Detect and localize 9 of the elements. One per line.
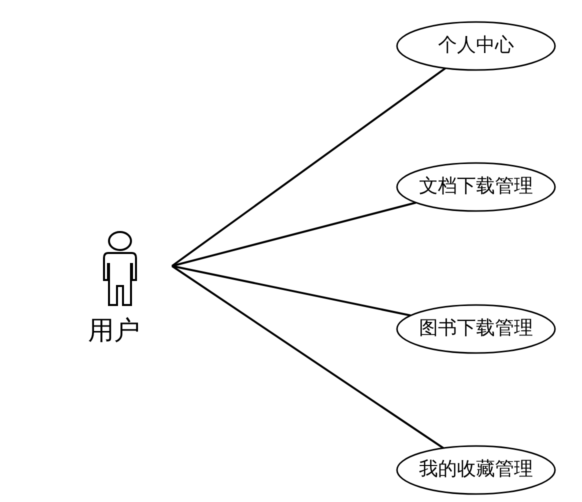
use-case-ellipse: 图书下载管理 <box>396 304 556 354</box>
association-line <box>171 67 446 267</box>
association-line <box>172 265 411 316</box>
association-line <box>172 202 416 267</box>
use-case-ellipse: 个人中心 <box>396 21 556 71</box>
use-case-ellipse: 我的收藏管理 <box>396 445 556 495</box>
use-case-ellipse: 文档下载管理 <box>396 162 556 212</box>
actor-label: 用户 <box>88 316 140 346</box>
association-line <box>171 265 444 449</box>
